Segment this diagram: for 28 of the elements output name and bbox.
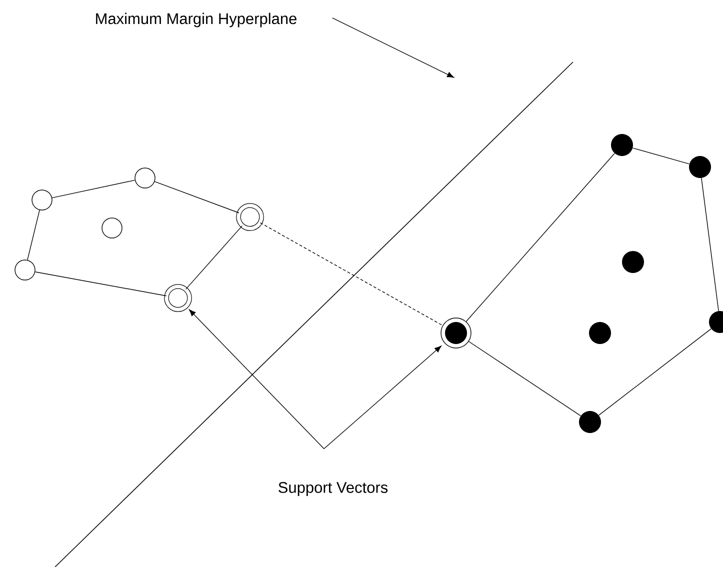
- hull-line: [466, 153, 615, 322]
- hull-line: [468, 341, 582, 416]
- hull-line: [34, 272, 167, 296]
- text-label: Maximum Margin Hyperplane: [96, 12, 296, 28]
- hull-line: [598, 328, 712, 416]
- circle-marker: [102, 218, 122, 238]
- margin-line: [260, 222, 443, 326]
- circle-marker: [134, 168, 156, 188]
- filled-dot: [611, 134, 633, 156]
- circle-marker: [32, 190, 52, 210]
- hull-line: [632, 148, 690, 164]
- hull-line: [52, 180, 136, 198]
- text-label: Support Vectors: [278, 482, 388, 496]
- leader-arrow: [332, 18, 454, 78]
- circle-marker: [14, 260, 36, 280]
- filled-dot: [579, 411, 601, 433]
- arrow: [188, 309, 324, 450]
- double-circle-marker: [236, 203, 264, 231]
- hull-line: [701, 178, 719, 312]
- filled-dot: [589, 322, 611, 344]
- hull-line: [186, 225, 243, 290]
- filled-dot: [622, 251, 644, 273]
- ringed-dot: [440, 318, 472, 348]
- hull-line: [27, 210, 40, 260]
- double-circle-marker: [164, 284, 192, 312]
- filled-dot: [689, 156, 711, 178]
- hull-line: [154, 181, 240, 214]
- arrow: [324, 346, 442, 450]
